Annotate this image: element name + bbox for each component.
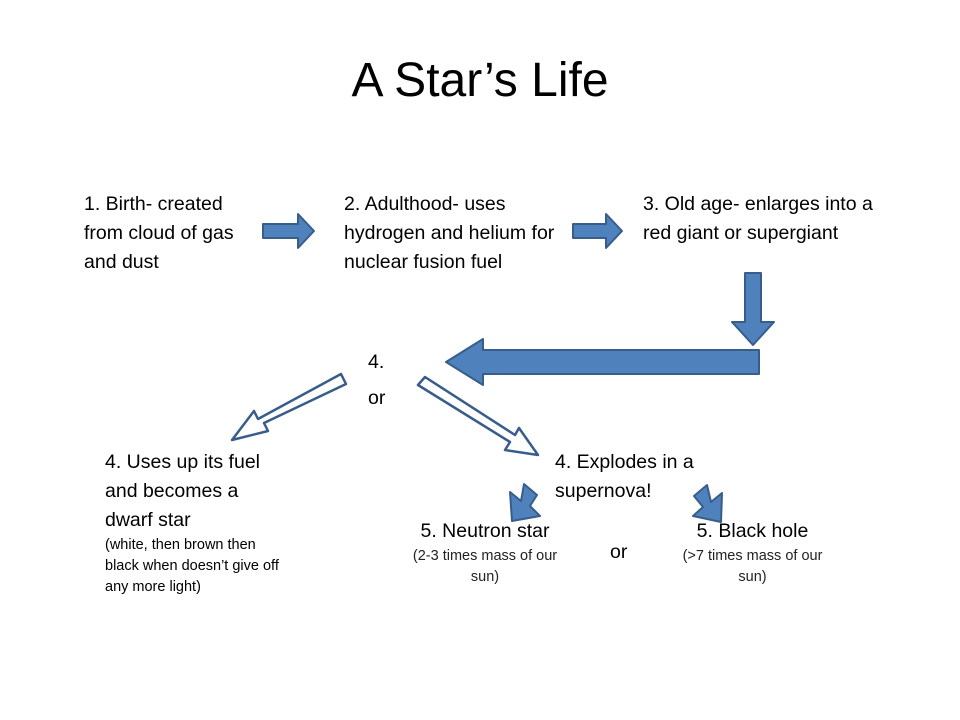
- black-hole-box: 5. Black hole (>7 times mass of our sun): [675, 517, 830, 588]
- step-adulthood: 2. Adulthood- uses hydrogen and helium f…: [344, 193, 555, 273]
- neutron-star-box: 5. Neutron star (2-3 times mass of our s…: [405, 517, 565, 588]
- or-label-branch: or: [368, 387, 386, 409]
- black-hole-detail: (>7 times mass of our sun): [682, 548, 823, 585]
- dwarf-star-title: 4. Uses up its fuel and becomes a dwarf …: [105, 451, 260, 531]
- arrow-supernova-to-neutron: [509, 483, 541, 522]
- arrow-to-branch-left: [445, 338, 760, 386]
- step-dwarf-star: 4. Uses up its fuel and becomes a dwarf …: [105, 448, 290, 598]
- neutron-star-title: 5. Neutron star: [420, 520, 550, 542]
- or-label-remnant: or: [610, 541, 628, 563]
- dwarf-star-detail: (white, then brown then black when doesn…: [105, 537, 279, 595]
- arrow-branch-to-supernova: [416, 375, 540, 457]
- black-hole-title: 5. Black hole: [696, 520, 809, 542]
- arrow-supernova-to-black-hole: [692, 484, 723, 523]
- arrow-adulthood-to-old-age: [572, 213, 623, 249]
- arrow-old-age-down: [731, 272, 775, 346]
- arrow-birth-to-adulthood: [262, 213, 315, 249]
- step-birth: 1. Birth- created from cloud of gas and …: [84, 193, 234, 273]
- slide-title: A Star’s Life: [351, 54, 609, 107]
- step-supernova: 4. Explodes in a supernova!: [555, 451, 694, 502]
- step-four-label: 4.: [368, 351, 385, 373]
- step-old-age: 3. Old age- enlarges into a red giant or…: [643, 193, 873, 244]
- arrow-branch-to-dwarf: [230, 372, 348, 442]
- neutron-star-detail: (2-3 times mass of our sun): [412, 548, 558, 585]
